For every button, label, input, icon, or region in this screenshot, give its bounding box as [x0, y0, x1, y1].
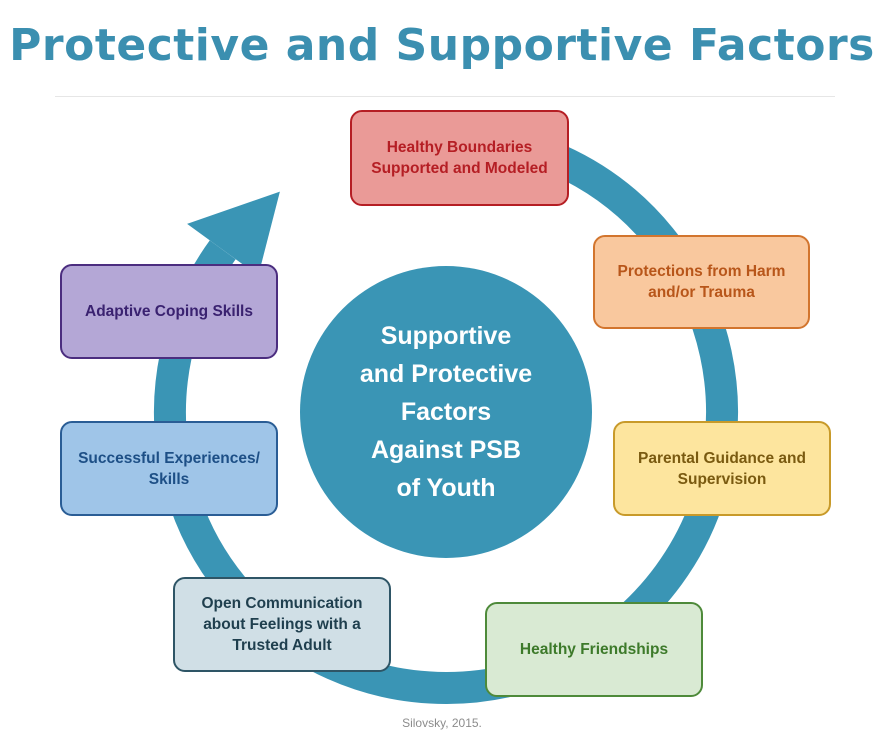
cycle-arrow-head-icon	[187, 191, 280, 276]
factor-healthy-friendships: Healthy Friendships	[485, 602, 703, 697]
factor-parental-guidance: Parental Guidance and Supervision	[613, 421, 831, 516]
factor-open-communication: Open Communication about Feelings with a…	[173, 577, 391, 672]
center-circle	[300, 266, 592, 558]
factor-label: Adaptive Coping Skills	[85, 303, 253, 320]
factor-healthy-boundaries: Healthy Boundaries Supported and Modeled	[350, 110, 569, 206]
factor-adaptive-coping: Adaptive Coping Skills	[60, 264, 278, 359]
citation: Silovsky, 2015.	[402, 716, 482, 730]
factor-successful-experiences: Successful Experiences/ Skills	[60, 421, 278, 516]
factor-label: Protections from Harm and/or Trauma	[617, 263, 786, 301]
factor-protections-from-harm: Protections from Harm and/or Trauma	[593, 235, 810, 329]
factor-label: Parental Guidance and Supervision	[638, 449, 806, 488]
title-divider	[55, 96, 835, 97]
page-title: Protective and Supportive Factors	[9, 20, 875, 71]
factor-label: Successful Experiences/ Skills	[78, 449, 260, 488]
factor-label: Healthy Friendships	[519, 641, 669, 658]
factor-label: Open Communication about Feelings with a…	[201, 595, 363, 654]
factor-label: Healthy Boundaries Supported and Modeled	[371, 139, 548, 177]
center-label: Supportive and Protective Factors Agains…	[359, 322, 533, 502]
